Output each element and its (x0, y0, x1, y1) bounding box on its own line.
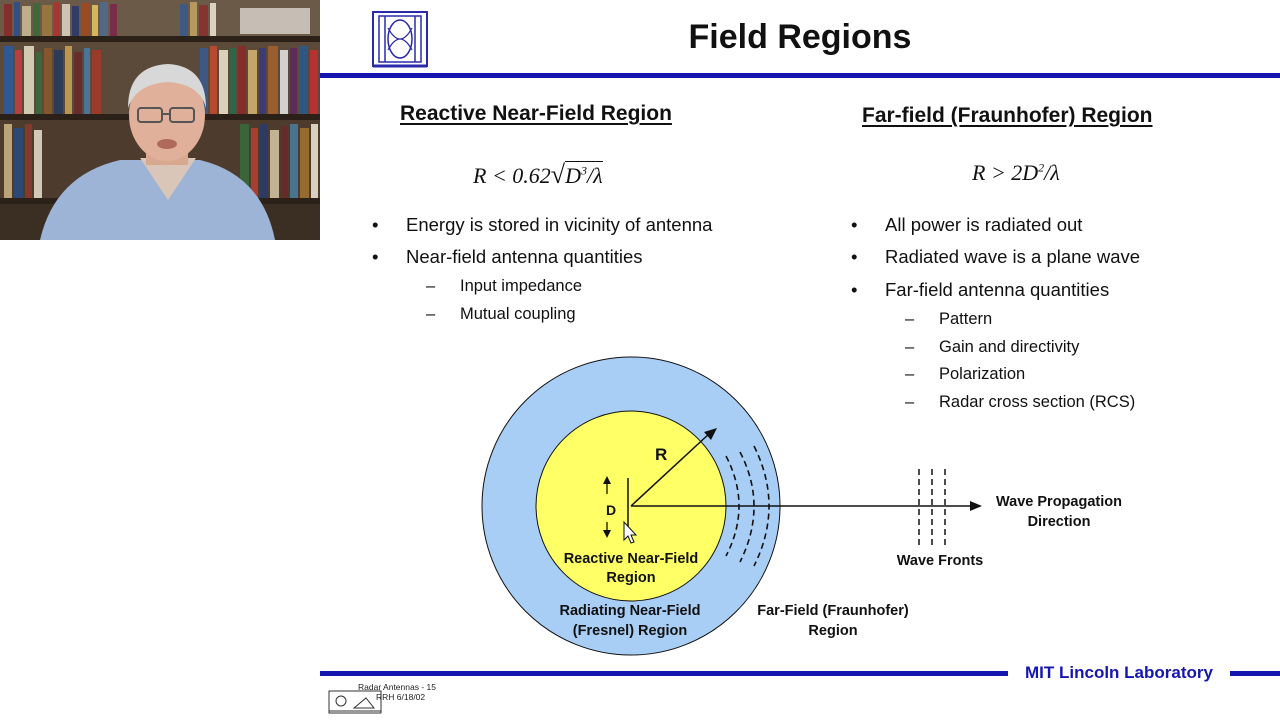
presenter-webcam-video (0, 0, 320, 240)
farfield-heading: Far-field (Fraunhofer) Region (862, 104, 1153, 127)
radius-arrowhead (704, 428, 717, 440)
header-rule (320, 73, 1280, 78)
slide-title: Field Regions (688, 18, 912, 56)
dim-arrowhead-up (603, 476, 611, 484)
dash: – (426, 277, 436, 295)
bullet-dot: • (851, 246, 858, 267)
bullet-dot: • (851, 214, 858, 235)
bullet-dot: • (372, 246, 379, 267)
reactive-region-label: Reactive Near-Field Region (563, 551, 699, 586)
reactive-heading: Reactive Near-Field Region (400, 102, 672, 125)
mit-ll-logo-icon (370, 10, 430, 68)
dash: – (905, 393, 915, 411)
right-subitem-3: –Polarization (905, 365, 1026, 383)
sqrt-radicand: D3/λ (565, 161, 603, 188)
right-subitem-2: –Gain and directivity (905, 338, 1080, 356)
dimension-label: D (606, 502, 617, 518)
right-bullet-3: •Far-field antenna quantities (851, 279, 1110, 300)
footer-lab-name: MIT Lincoln Laboratory (1008, 662, 1230, 684)
right-bullet-2: •Radiated wave is a plane wave (851, 246, 1141, 267)
left-subitem-2: –Mutual coupling (426, 305, 576, 323)
right-bullet-1: •All power is radiated out (851, 214, 1083, 235)
left-bullet-1: •Energy is stored in vicinity of antenna (372, 214, 713, 235)
radius-label: R (655, 445, 668, 464)
left-subitem-1: –Input impedance (426, 277, 583, 295)
dash: – (905, 310, 915, 328)
right-subitem-1: –Pattern (905, 310, 993, 328)
mini-slide-icon (328, 690, 382, 714)
footer-slide-info: Radar Antennas - 15 RRH 6/18/02 (358, 682, 436, 702)
dash: – (905, 365, 915, 383)
bullet-dot: • (851, 279, 858, 300)
dash: – (905, 338, 915, 356)
radius-arrow (630, 432, 711, 507)
propagation-arrowhead (970, 501, 982, 511)
bullet-dot: • (372, 214, 379, 235)
sqrt-sign: √ (550, 160, 566, 189)
propagation-direction-label: Wave Propagation Direction (996, 494, 1122, 530)
far-field-region-label: Far-Field (Fraunhofer) Region (757, 603, 909, 639)
dim-arrowhead-down (603, 530, 611, 538)
footer-rule (320, 671, 1280, 676)
right-subitem-4: –Radar cross section (RCS) (905, 393, 1136, 411)
formula-prefix: R < 0.62 (473, 163, 551, 188)
left-bullet-2: •Near-field antenna quantities (372, 246, 643, 267)
dash: – (426, 305, 436, 323)
wave-fronts-label: Wave Fronts (896, 553, 984, 569)
curved-wave-front-2 (739, 451, 755, 563)
radiating-region-label: Radiating Near-Field (Fresnel) Region (559, 603, 701, 639)
reactive-formula: R < 0.62√D3/λ (473, 160, 673, 194)
mouse-cursor-icon (623, 520, 638, 544)
farfield-formula: R > 2D2/λ (972, 160, 1060, 185)
